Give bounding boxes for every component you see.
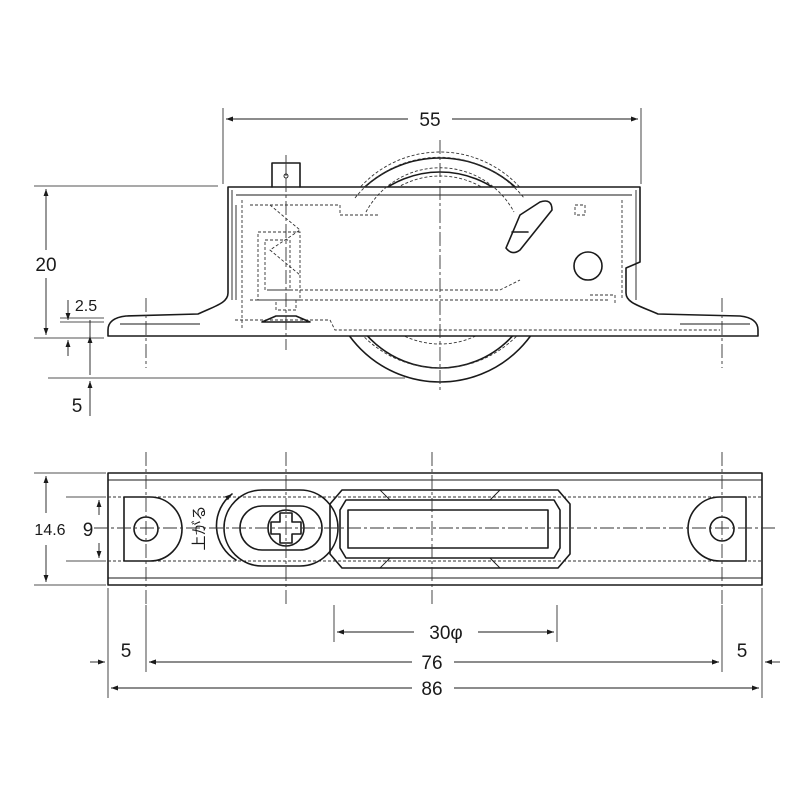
adjust-slot-inner: [239, 505, 323, 551]
dim-overall-length: 86: [421, 679, 442, 700]
dim-flange-thickness: 2.5: [75, 298, 97, 315]
dim-base-width: 14.6: [34, 522, 65, 539]
dim-height: 20: [35, 255, 56, 276]
wheel-window: [329, 489, 571, 569]
plan-view: 上がる: [94, 452, 775, 605]
side-dimensions: 55 20 2.5 5: [34, 108, 642, 417]
left-mount-slot: [123, 496, 183, 562]
dim-slot-width: 9: [83, 520, 94, 541]
dim-wheel-protrusion: 5: [72, 396, 83, 417]
dim-hole-spacing: 76: [421, 653, 442, 674]
dim-wheel-diameter: 30φ: [429, 623, 462, 644]
plan-dimensions: 14.6 9 30φ 5 76 5 86: [34, 472, 780, 700]
dim-left-offset: 5: [121, 641, 132, 662]
base-plate: [107, 472, 763, 586]
latch-lever: [505, 200, 553, 254]
side-view: [107, 140, 759, 390]
roller-housing: [107, 186, 759, 337]
dim-top-width: 55: [419, 110, 440, 131]
side-bolt-hole: [573, 251, 603, 281]
dim-right-offset: 5: [737, 641, 748, 662]
right-mount-slot: [687, 496, 747, 562]
